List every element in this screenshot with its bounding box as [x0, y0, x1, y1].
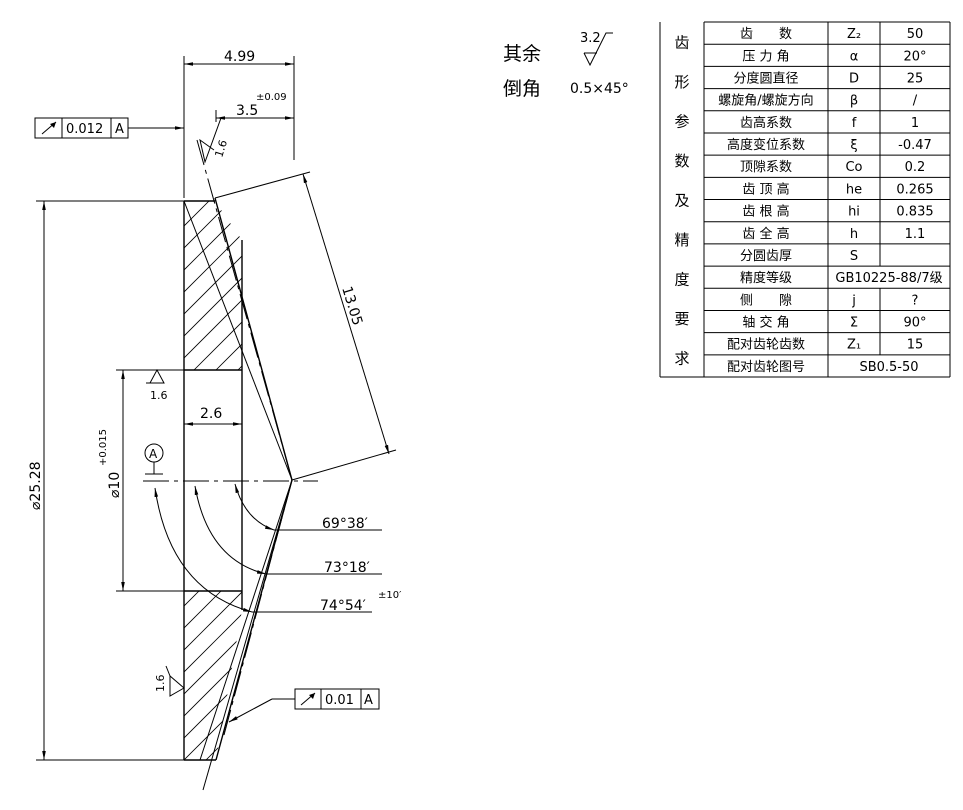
table-side-title-char: 参	[674, 113, 689, 131]
table-row-symbol: S	[850, 249, 858, 264]
table-side-title-char: 度	[674, 270, 689, 288]
table-row-value: 1.1	[905, 227, 926, 242]
table-row-symbol: Z₁	[847, 338, 861, 353]
chamfer-value: 0.5×45°	[570, 81, 629, 97]
roughness-symbol-top: 1.6	[199, 117, 230, 164]
tolerance-frame-bottom: 0.01 A	[228, 688, 380, 723]
section-hatching	[184, 201, 242, 370]
dimension-width-tooth: 3.5 ±0.09	[215, 92, 294, 122]
angle-1-value: 69°38′	[322, 516, 368, 532]
table-row-name: 齿 顶 高	[742, 181, 789, 197]
table-row-name: 齿 全 高	[742, 226, 789, 242]
section-hatching-lower	[184, 591, 242, 760]
angle-3-tolerance: ±10′	[378, 590, 402, 601]
table-row-name: 分度圆直径	[733, 70, 798, 86]
table-row-name: 齿 数	[740, 27, 792, 42]
table-row-name: 齿 根 高	[742, 204, 789, 220]
table-row-name: 精度等级	[740, 270, 792, 286]
table-row-symbol: j	[851, 293, 856, 308]
table-row-merged-value: SB0.5-50	[859, 360, 918, 375]
bore-diameter-value: ⌀10	[107, 472, 123, 498]
hub-width-value: 2.6	[200, 406, 222, 422]
table-row-name: 分圆齿厚	[740, 249, 792, 264]
table-side-title-char: 求	[674, 349, 689, 367]
roughness-bottom-value: 1.6	[154, 675, 167, 693]
table-row-name: 顶隙系数	[740, 160, 792, 175]
width-tooth-value: 3.5	[236, 103, 258, 119]
table-row-value: 90°	[903, 316, 926, 331]
other-roughness-value: 3.2	[580, 31, 601, 46]
table-row-value: 25	[907, 71, 924, 86]
angle-2-value: 73°18′	[324, 560, 370, 576]
gear-parameter-table: 齿 数 Z₂ 50 压 力 角 α 20° 分度圆直径 D 25 螺旋角/螺旋方向 β / 齿高系数 f 1…	[659, 21, 951, 378]
table-row-symbol: h	[850, 227, 858, 242]
tolerance-frame-top: 0.012 A	[34, 117, 184, 139]
tolerance-top-datum: A	[115, 122, 124, 137]
table-row-name: 配对齿轮图号	[727, 360, 805, 375]
table-row-name: 轴 交 角	[742, 315, 789, 331]
table-row-name: 压 力 角	[742, 49, 789, 64]
table-row-symbol: Z₂	[847, 27, 861, 42]
tolerance-bottom-datum: A	[364, 693, 373, 708]
table-row-name: 配对齿轮齿数	[727, 338, 805, 353]
table-row-symbol: Co	[845, 160, 862, 175]
table-row-value: 20°	[903, 49, 926, 64]
table-row-symbol: f	[852, 116, 857, 131]
roughness-bore-value: 1.6	[150, 389, 168, 402]
table-row-symbol: ξ	[850, 138, 857, 153]
slant-length-value: 13.05	[338, 284, 365, 327]
table-row-value: -0.47	[898, 138, 932, 153]
table-row-value: /	[913, 94, 918, 109]
chamfer-label: 倒角	[503, 78, 541, 100]
roughness-symbol-bottom: 1.6	[154, 665, 185, 697]
table-row-name: 齿高系数	[740, 115, 792, 131]
table-side-title-char: 要	[674, 310, 689, 328]
dimension-bore-diameter: ⌀10 +0.015	[98, 369, 184, 592]
general-notes: 其余 倒角 0.5×45°	[503, 43, 629, 100]
table-row-value: 0.2	[905, 160, 926, 175]
datum-a-label: A	[149, 447, 158, 461]
table-row-symbol: hi	[848, 205, 860, 220]
table-side-title-char: 数	[674, 152, 689, 170]
table-row-name: 侧 隙	[740, 293, 792, 308]
tolerance-bottom-value: 0.01	[325, 693, 354, 708]
angle-3-value: 74°54′	[320, 598, 366, 614]
table-row-value: 1	[911, 116, 919, 131]
width-total-value: 4.99	[224, 49, 255, 65]
other-label: 其余	[503, 43, 541, 65]
table-side-title-char: 及	[674, 192, 689, 210]
dimension-outer-diameter: ⌀25.28	[28, 200, 184, 761]
dimension-hub-width: 2.6	[184, 406, 242, 426]
part-outline	[143, 139, 318, 791]
table-row-value: ?	[912, 293, 919, 308]
table-row-symbol: β	[850, 94, 858, 109]
table-row-merged-value: GB10225-88/7级	[835, 271, 942, 286]
table-side-title-char: 精	[674, 231, 689, 249]
tolerance-top-value: 0.012	[66, 122, 103, 137]
table-side-title-char: 形	[674, 73, 689, 91]
dimension-width-total: 4.99	[183, 49, 295, 198]
table-row-value: 0.835	[896, 205, 933, 220]
roughness-symbol-bore: 1.6	[146, 368, 168, 402]
table-side-title-char: 齿	[674, 34, 689, 52]
dimension-angles: 69°38′ 73°18′ 74°54′ ±10′	[154, 483, 402, 614]
table-row-value: 0.265	[896, 182, 933, 197]
table-row-value: 15	[907, 338, 924, 353]
table-row-symbol: he	[846, 182, 862, 197]
table-row-symbol: Σ	[850, 316, 858, 331]
roughness-symbol-other: 3.2	[580, 31, 613, 67]
table-row-symbol: α	[850, 49, 859, 64]
datum-a-symbol: A	[144, 443, 164, 475]
bore-diameter-tolerance: +0.015	[98, 429, 109, 466]
width-tooth-tolerance: ±0.09	[256, 92, 287, 103]
outer-diameter-value: ⌀25.28	[28, 461, 44, 510]
table-row-name: 螺旋角/螺旋方向	[718, 93, 813, 109]
table-row-value: 50	[907, 27, 924, 42]
table-row-name: 高度变位系数	[727, 137, 805, 153]
table-row-symbol: D	[849, 71, 859, 86]
roughness-top-value: 1.6	[212, 138, 230, 159]
